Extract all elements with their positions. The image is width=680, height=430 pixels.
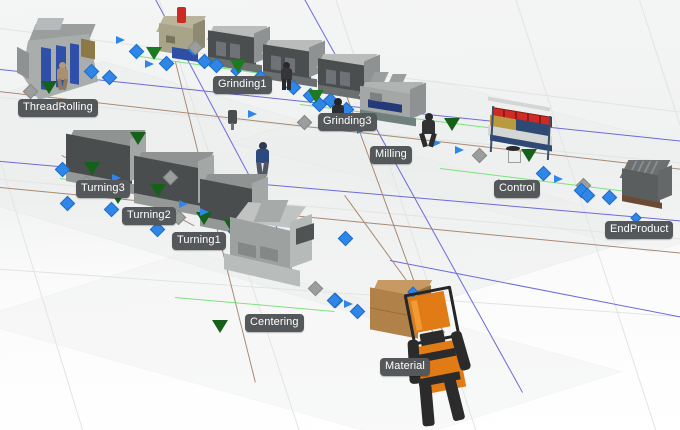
station-label-centering[interactable]: Centering	[245, 314, 304, 332]
signal-light	[177, 7, 186, 23]
terminal-screen	[228, 110, 237, 124]
marker-cone	[521, 149, 537, 162]
avatar-torso	[281, 68, 292, 80]
avatar-head	[259, 142, 267, 150]
workbench-control[interactable]	[484, 96, 564, 170]
flow-arrow	[116, 36, 125, 44]
marker-cone	[41, 81, 57, 94]
flow-arrow	[455, 146, 464, 154]
avatar-torso	[256, 149, 269, 163]
flow-arrow	[200, 208, 209, 216]
marker-cone	[230, 60, 246, 73]
machine-beige-station[interactable]	[156, 7, 213, 64]
marker-cone	[150, 184, 166, 197]
flow-arrow	[248, 110, 257, 118]
marker-cone	[146, 47, 162, 60]
avatar-leg	[428, 132, 437, 148]
marker-cone	[212, 320, 228, 333]
avatar-head	[283, 62, 290, 69]
machine-window	[370, 92, 382, 102]
station-label-milling[interactable]: Milling	[370, 146, 412, 164]
station-label-grinding1[interactable]: Grinding1	[213, 76, 272, 94]
marker-cone	[308, 90, 324, 103]
station-label-material[interactable]: Material	[380, 358, 430, 376]
avatar-leg	[282, 79, 286, 90]
machine-centering[interactable]	[218, 200, 338, 310]
station-label-turning2[interactable]: Turning2	[122, 207, 176, 225]
operator-avatar	[254, 142, 272, 177]
avatar-leg	[287, 79, 291, 90]
station-label-turning3[interactable]: Turning3	[76, 180, 130, 198]
station-label-turning1[interactable]: Turning1	[172, 232, 226, 250]
marker-cone	[130, 132, 146, 145]
machine-window	[230, 43, 240, 59]
avatar-leg	[419, 132, 428, 148]
avatar-head	[334, 98, 342, 106]
bench-stool	[506, 146, 520, 151]
flow-arrow	[112, 174, 121, 182]
machine-window	[216, 41, 226, 57]
flow-arrow	[432, 139, 441, 147]
operator-avatar	[419, 113, 438, 148]
avatar-head	[425, 113, 433, 121]
flow-arrow	[145, 60, 154, 68]
operator-avatar	[280, 62, 294, 90]
machine-control-panel	[81, 38, 95, 60]
terminal-pedestal[interactable]	[228, 110, 238, 130]
avatar-torso	[57, 68, 68, 80]
machine-panel	[70, 43, 79, 85]
machine-left-face	[17, 46, 29, 80]
flow-arrow	[179, 200, 188, 208]
bench-stool-legs	[508, 150, 521, 163]
flow-arrow	[344, 300, 353, 308]
marker-cone	[84, 162, 100, 175]
station-label-threadrolling[interactable]: ThreadRolling	[18, 99, 98, 117]
station-label-control[interactable]: Control	[494, 180, 541, 198]
machine-window	[340, 71, 350, 87]
flow-arrow	[554, 175, 563, 183]
terminal-post	[231, 123, 234, 130]
operator-avatar	[55, 62, 71, 91]
avatar-head	[59, 62, 66, 69]
rack-side-face	[658, 165, 672, 201]
avatar-torso	[422, 120, 435, 134]
machine-window	[326, 69, 336, 85]
rack-endproduct[interactable]	[619, 158, 680, 218]
station-label-endproduct[interactable]: EndProduct	[605, 221, 674, 239]
avatar-leg	[61, 78, 69, 91]
station-label-grinding3[interactable]: Grinding3	[318, 113, 377, 131]
machine-window	[166, 35, 175, 44]
machine-upper-block	[33, 18, 65, 30]
marker-cone	[444, 118, 460, 131]
